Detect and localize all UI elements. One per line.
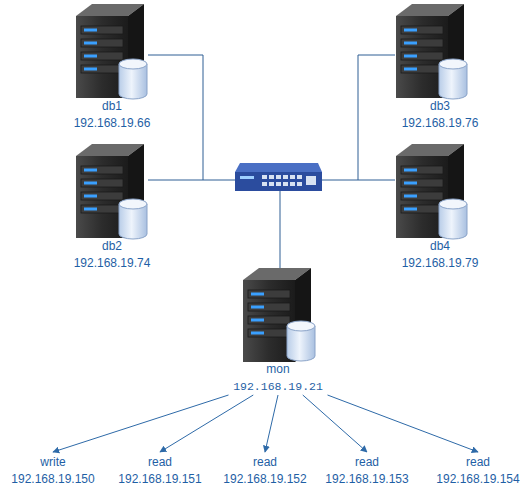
vip-arrow	[265, 395, 278, 452]
ip-address: 192.168.19.76	[402, 115, 479, 132]
ip-address: 192.168.19.66	[74, 115, 151, 132]
vip-arrow	[303, 395, 367, 452]
vip-node: read192.168.19.152	[215, 452, 315, 488]
server-node: db4192.168.19.79	[385, 140, 495, 272]
ip-address: 192.168.19.152	[223, 471, 306, 488]
node-name: read	[466, 454, 490, 471]
server-node: db3192.168.19.76	[385, 0, 495, 132]
switch-led	[240, 176, 254, 179]
server-node: db1192.168.19.66	[57, 0, 167, 132]
wire	[322, 55, 395, 180]
vip-node: write192.168.19.150	[3, 452, 103, 488]
wire	[280, 190, 281, 270]
ip-address: 192.168.19.151	[118, 471, 201, 488]
network-wires	[148, 55, 395, 270]
ip-address: 192.168.19.74	[74, 255, 151, 272]
node-name: db4	[430, 238, 450, 255]
switch-front	[235, 172, 322, 191]
vip-node: read192.168.19.153	[317, 452, 417, 488]
vip-arrow	[328, 395, 479, 452]
network-switch	[235, 163, 322, 191]
wire	[148, 55, 235, 180]
node-name: db1	[102, 98, 122, 115]
node-name: read	[253, 454, 277, 471]
node-name: read	[148, 454, 172, 471]
wire	[358, 180, 395, 181]
wire	[148, 180, 203, 181]
ip-address: 192.168.19.154	[436, 471, 519, 488]
node-name: db3	[430, 98, 450, 115]
node-name: db2	[102, 238, 122, 255]
database-icon	[287, 321, 315, 361]
ip-address: 192.168.19.21	[233, 378, 323, 395]
vip-arrow	[53, 395, 229, 452]
switch-top	[235, 163, 322, 172]
database-icon	[119, 59, 147, 99]
ip-address: 192.168.19.150	[11, 471, 94, 488]
database-icon	[439, 59, 467, 99]
vip-arrow	[160, 395, 253, 452]
database-icon	[119, 199, 147, 239]
database-icon	[439, 199, 467, 239]
node-name: read	[355, 454, 379, 471]
node-name: mon	[266, 361, 289, 378]
ip-address: 192.168.19.79	[402, 255, 479, 272]
monitor-node: mon192.168.19.21	[223, 262, 333, 395]
switch-ports	[262, 175, 316, 186]
vip-node: read192.168.19.151	[110, 452, 210, 488]
vip-node: read192.168.19.154	[428, 452, 528, 488]
node-name: write	[40, 454, 65, 471]
server-node: db2192.168.19.74	[57, 140, 167, 272]
ip-address: 192.168.19.153	[325, 471, 408, 488]
